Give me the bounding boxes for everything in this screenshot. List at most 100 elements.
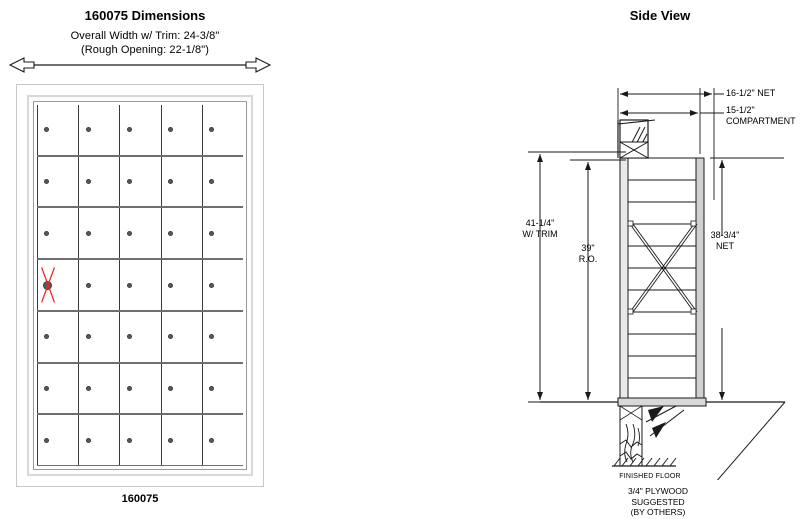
mailbox-door[interactable] bbox=[79, 311, 121, 362]
door-lock-icon bbox=[168, 282, 174, 288]
door-lock-icon bbox=[126, 230, 132, 236]
side-view-drawing bbox=[500, 80, 800, 480]
door-lock-icon bbox=[168, 334, 174, 340]
mailbox-door[interactable] bbox=[37, 260, 80, 310]
door-row bbox=[37, 105, 244, 157]
mailbox-door[interactable] bbox=[161, 260, 203, 310]
mailbox-door-grid bbox=[37, 105, 244, 467]
cabinet-frame bbox=[33, 101, 247, 470]
plywood-note-line3: (BY OTHERS) bbox=[630, 507, 686, 517]
door-lock-icon bbox=[44, 334, 50, 340]
plywood-note-line1: 3/4" PLYWOOD bbox=[627, 486, 688, 496]
door-lock-icon bbox=[168, 127, 174, 133]
height-net-label: 38-3/4" NET bbox=[696, 230, 754, 252]
mailbox-door[interactable] bbox=[120, 156, 162, 207]
door-lock-icon bbox=[168, 437, 174, 443]
door-lock-icon bbox=[209, 334, 215, 340]
mailbox-door[interactable] bbox=[161, 415, 203, 466]
mailbox-door[interactable] bbox=[120, 311, 162, 362]
door-lock-icon bbox=[85, 127, 91, 133]
door-lock-icon bbox=[126, 127, 132, 133]
height-with-trim-line1: 41-1/4" bbox=[525, 218, 555, 228]
door-lock-icon bbox=[43, 280, 53, 290]
door-row bbox=[37, 363, 244, 416]
front-view-title: 160075 Dimensions bbox=[84, 8, 206, 23]
mailbox-door[interactable] bbox=[202, 415, 244, 466]
mailbox-door[interactable] bbox=[202, 363, 244, 414]
door-row bbox=[37, 415, 244, 467]
mailbox-door[interactable] bbox=[79, 415, 121, 466]
door-lock-icon bbox=[85, 179, 91, 185]
mailbox-door[interactable] bbox=[37, 363, 80, 414]
height-net-line2: NET bbox=[716, 241, 734, 251]
mailbox-door[interactable] bbox=[79, 260, 121, 310]
door-lock-icon bbox=[209, 385, 215, 391]
door-row bbox=[37, 311, 244, 364]
mailbox-door[interactable] bbox=[161, 363, 203, 414]
mailbox-door[interactable] bbox=[202, 156, 244, 207]
compartment-depth-line1: 15-1/2" bbox=[726, 105, 755, 115]
height-with-trim-label: 41-1/4" W/ TRIM bbox=[505, 218, 575, 240]
mailbox-door[interactable] bbox=[120, 363, 162, 414]
door-lock-icon bbox=[209, 437, 215, 443]
mailbox-door[interactable] bbox=[161, 311, 203, 362]
mailbox-door[interactable] bbox=[202, 260, 244, 310]
mailbox-door[interactable] bbox=[120, 260, 162, 310]
door-lock-icon bbox=[168, 179, 174, 185]
door-row bbox=[37, 208, 244, 261]
door-lock-icon bbox=[85, 385, 91, 391]
mailbox-door[interactable] bbox=[202, 208, 244, 259]
mailbox-door[interactable] bbox=[37, 311, 80, 362]
mailbox-door[interactable] bbox=[120, 415, 162, 466]
door-lock-icon bbox=[44, 127, 50, 133]
mailbox-door[interactable] bbox=[202, 105, 244, 155]
mailbox-door[interactable] bbox=[79, 208, 121, 259]
rough-opening-label: (Rough Opening: 22-1/8") bbox=[81, 44, 209, 56]
mailbox-door[interactable] bbox=[79, 105, 121, 155]
mailbox-door[interactable] bbox=[37, 105, 80, 155]
door-lock-icon bbox=[126, 334, 132, 340]
mailbox-door[interactable] bbox=[161, 156, 203, 207]
mailbox-door[interactable] bbox=[37, 208, 80, 259]
door-lock-icon bbox=[126, 179, 132, 185]
door-lock-icon bbox=[126, 282, 132, 288]
rough-opening-height-line2: R.O. bbox=[578, 254, 598, 264]
overall-width-label: Overall Width w/ Trim: 24-3/8" bbox=[70, 30, 220, 42]
depth-net-label: 16-1/2" NET bbox=[726, 88, 776, 98]
door-lock-icon bbox=[209, 179, 215, 185]
plywood-note-line2: SUGGESTED bbox=[631, 496, 685, 507]
compartment-depth-label: 15-1/2" COMPARTMENT bbox=[726, 105, 796, 127]
rough-opening-height-line1: 39" bbox=[581, 243, 595, 253]
compartment-depth-line2: COMPARTMENT bbox=[726, 116, 796, 126]
side-view-title: Side View bbox=[629, 8, 691, 23]
mailbox-door[interactable] bbox=[202, 311, 244, 362]
door-lock-icon bbox=[85, 334, 91, 340]
mailbox-door[interactable] bbox=[161, 105, 203, 155]
door-lock-icon bbox=[44, 230, 50, 236]
door-lock-icon bbox=[44, 179, 50, 185]
door-lock-icon bbox=[85, 230, 91, 236]
door-lock-icon bbox=[126, 437, 132, 443]
plywood-note: 3/4" PLYWOOD SUGGESTED (BY OTHERS) bbox=[598, 486, 718, 518]
height-with-trim-line2: W/ TRIM bbox=[522, 229, 558, 239]
door-lock-icon bbox=[168, 230, 174, 236]
door-lock-icon bbox=[209, 230, 215, 236]
door-lock-icon bbox=[44, 437, 50, 443]
door-row bbox=[37, 260, 244, 312]
mailbox-door[interactable] bbox=[161, 208, 203, 259]
mailbox-door[interactable] bbox=[37, 415, 80, 466]
mailbox-door[interactable] bbox=[120, 105, 162, 155]
door-lock-icon bbox=[209, 282, 215, 288]
front-view-part-number: 160075 bbox=[121, 493, 159, 505]
door-lock-icon bbox=[85, 282, 91, 288]
mailbox-door[interactable] bbox=[79, 156, 121, 207]
mailbox-door[interactable] bbox=[79, 363, 121, 414]
cabinet-trim bbox=[27, 95, 253, 476]
door-lock-icon bbox=[44, 385, 50, 391]
mailbox-door[interactable] bbox=[37, 156, 80, 207]
front-elevation-drawing bbox=[16, 84, 264, 487]
height-net-line1: 38-3/4" bbox=[710, 230, 740, 240]
door-lock-icon bbox=[85, 437, 91, 443]
mailbox-door[interactable] bbox=[120, 208, 162, 259]
door-lock-icon bbox=[168, 385, 174, 391]
